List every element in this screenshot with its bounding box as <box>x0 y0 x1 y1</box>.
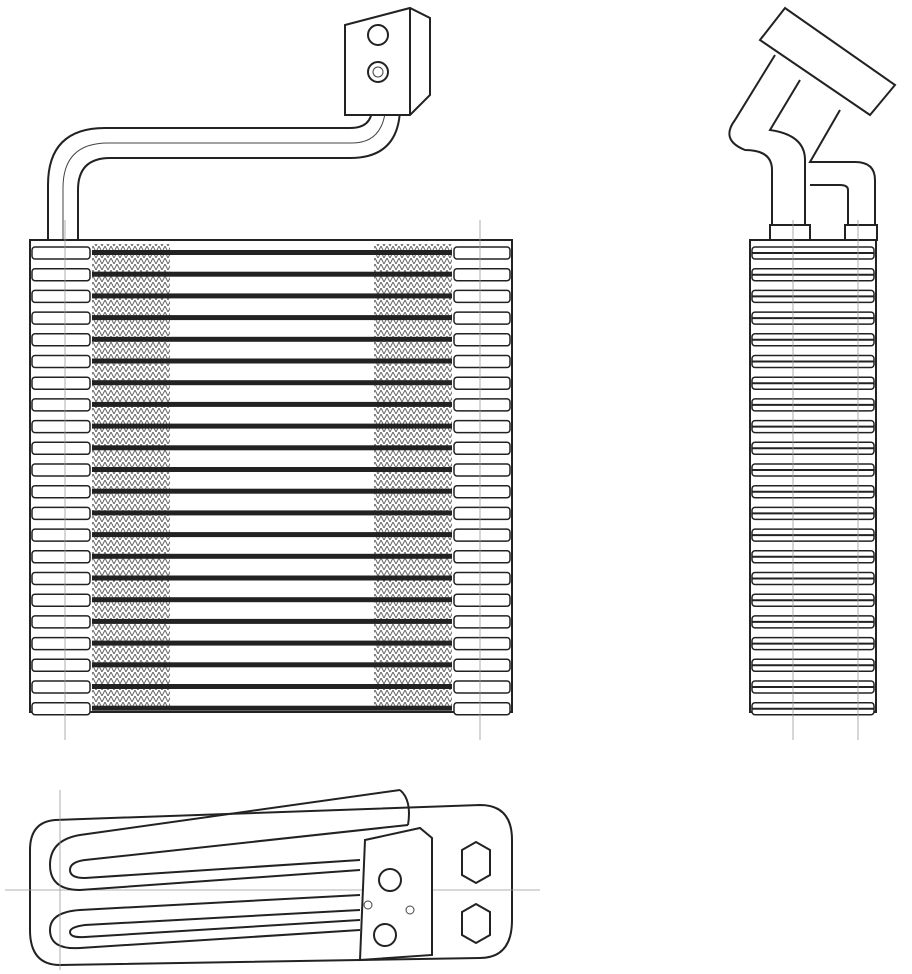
front-tube <box>92 380 452 386</box>
front-tube <box>92 271 452 277</box>
tank-rib <box>453 615 511 629</box>
side-pipe-collar <box>769 224 811 241</box>
front-tanks <box>31 246 511 716</box>
front-tube <box>92 532 452 538</box>
tank-rib <box>453 398 511 412</box>
tank-rib <box>31 267 91 282</box>
tank-rib <box>31 333 91 347</box>
tank-rib <box>453 267 511 282</box>
front-inlet-pipe <box>47 90 401 240</box>
tank-rib <box>31 354 91 369</box>
tank-rib <box>453 246 511 260</box>
front-fin-zone-left <box>92 244 170 706</box>
front-tube <box>92 467 452 472</box>
tank-rib <box>31 484 91 499</box>
front-tubes <box>92 250 452 711</box>
tank-rib <box>31 441 91 456</box>
tank-rib <box>453 376 511 390</box>
tank-rib <box>453 463 511 477</box>
tank-rib <box>31 680 91 694</box>
tank-rib <box>31 615 91 629</box>
top-housing-outline <box>29 803 513 967</box>
tank-rib <box>31 636 91 651</box>
front-tube <box>92 488 452 494</box>
front-tube <box>92 662 452 668</box>
front-tube <box>92 250 452 255</box>
tank-rib <box>453 333 511 347</box>
top-fitting-block <box>358 826 433 962</box>
tank-rib <box>453 701 511 716</box>
top-view <box>5 789 540 970</box>
side-flange <box>758 6 897 117</box>
front-view <box>29 6 513 740</box>
front-tube <box>92 640 452 646</box>
tank-rib <box>31 593 91 607</box>
front-tube <box>92 315 452 321</box>
front-tube <box>92 293 452 299</box>
front-tube <box>92 705 452 711</box>
tank-rib <box>31 289 91 304</box>
tank-rib <box>31 463 91 477</box>
front-fitting-block <box>344 6 431 116</box>
tank-rib <box>453 354 511 369</box>
top-ports <box>461 840 491 945</box>
front-tube <box>92 597 452 603</box>
tank-rib <box>453 528 511 542</box>
side-pipes <box>728 54 876 235</box>
front-tube <box>92 336 452 342</box>
tank-rib <box>31 376 91 390</box>
tank-rib <box>453 571 511 586</box>
tank-rib <box>453 484 511 499</box>
tank-rib <box>31 506 91 521</box>
front-core-outline <box>29 239 513 713</box>
tank-rib <box>31 571 91 586</box>
front-tube <box>92 510 452 516</box>
tank-rib <box>31 398 91 412</box>
tank-rib <box>453 680 511 694</box>
tank-rib <box>453 550 511 564</box>
tank-rib <box>31 246 91 260</box>
tank-rib <box>31 528 91 542</box>
tank-rib <box>31 311 91 325</box>
front-tube <box>92 445 452 451</box>
front-tube <box>92 401 452 407</box>
front-fin-zone-right <box>374 244 452 706</box>
tank-rib <box>31 658 91 673</box>
tank-rib <box>31 701 91 716</box>
side-pipe-collar <box>844 224 878 241</box>
front-tube <box>92 423 452 429</box>
tank-rib <box>31 550 91 564</box>
tank-rib <box>453 419 511 434</box>
tank-rib <box>453 289 511 304</box>
front-tube <box>92 618 452 624</box>
side-fins <box>751 246 875 716</box>
tank-rib <box>453 636 511 651</box>
tank-rib <box>453 311 511 325</box>
front-tube <box>92 553 452 559</box>
tank-rib <box>453 593 511 607</box>
side-view <box>728 6 897 740</box>
front-tube <box>92 358 452 364</box>
tank-rib <box>31 419 91 434</box>
tank-rib <box>453 506 511 521</box>
front-tube <box>92 684 452 689</box>
front-tube <box>92 575 452 581</box>
tank-rib <box>453 658 511 673</box>
tank-rib <box>453 441 511 456</box>
